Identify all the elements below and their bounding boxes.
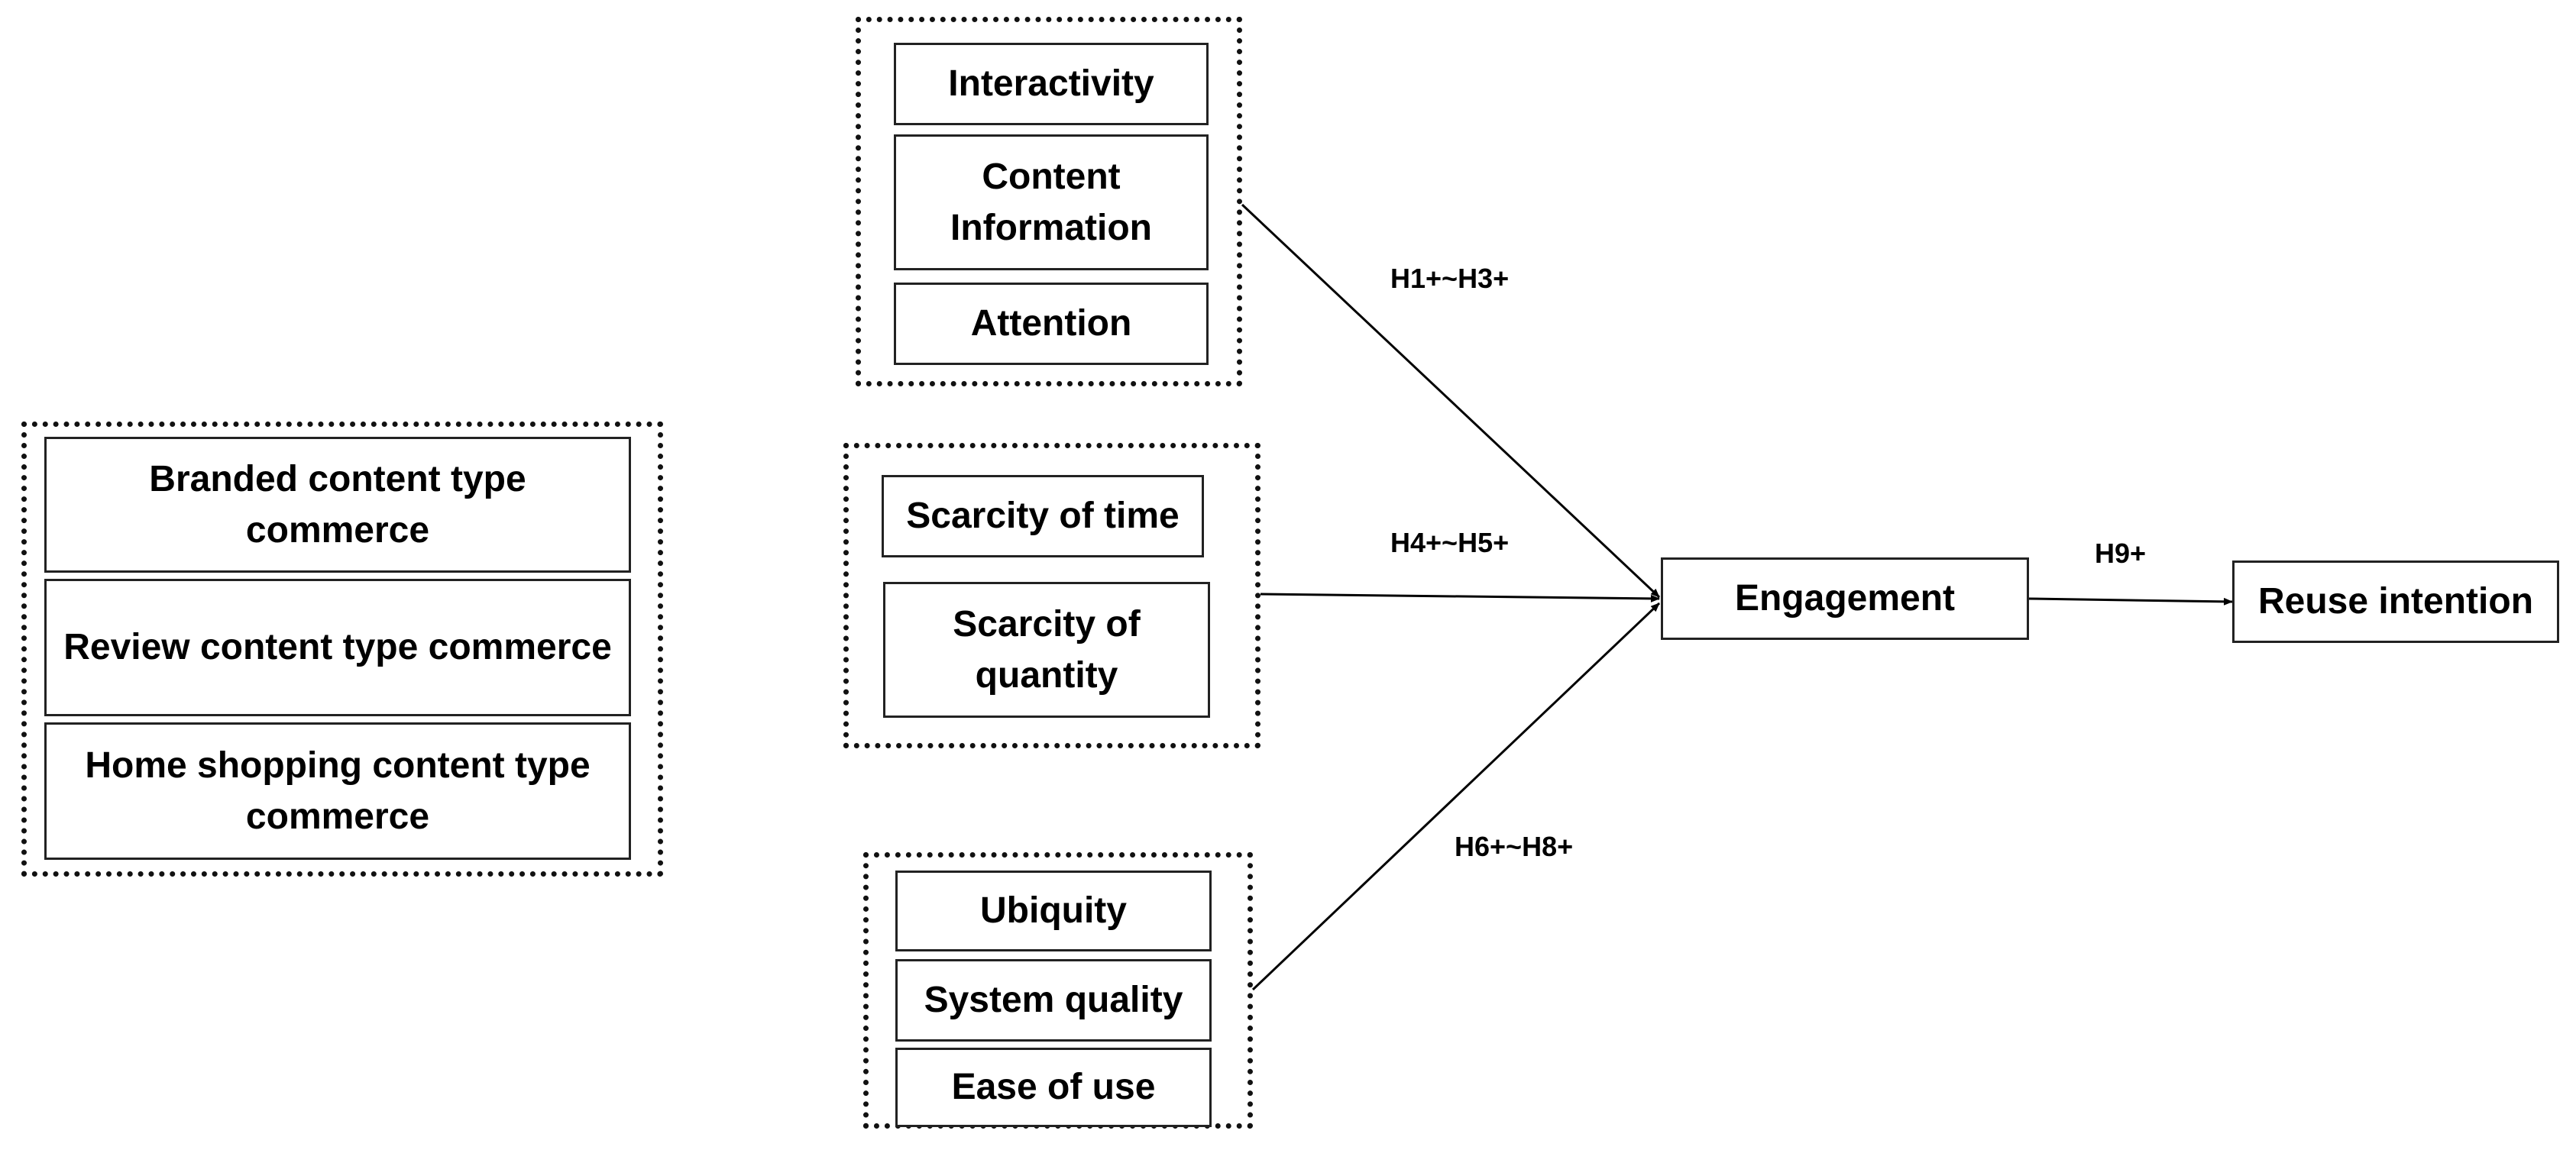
attention-box: Attention (894, 283, 1209, 365)
content-factors-group (856, 17, 1242, 386)
interactivity-label: Interactivity (948, 63, 1154, 105)
content-information-box: Content Information (894, 134, 1209, 270)
scarcity-of-time-label: Scarcity of time (906, 496, 1180, 537)
scarcity-of-quantity-box: Scarcity of quantity (883, 582, 1210, 718)
review-content-commerce-box: Review content type commerce (44, 579, 631, 716)
arrow-h4-h5 (1260, 593, 1660, 602)
ease-of-use-box: Ease of use (895, 1048, 1212, 1127)
interactivity-box: Interactivity (894, 43, 1209, 125)
ubiquity-label: Ubiquity (980, 890, 1127, 932)
home-shopping-commerce-box: Home shopping content type commerce (44, 722, 631, 860)
content-information-label: Content Information (950, 156, 1152, 248)
scarcity-of-time-box: Scarcity of time (882, 475, 1204, 557)
branded-content-commerce-box: Branded content type commerce (44, 437, 631, 573)
engagement-box: Engagement (1661, 557, 2029, 640)
hypothesis-h6-h8-label: H6+~H8+ (1455, 831, 1574, 862)
ease-of-use-label: Ease of use (951, 1067, 1156, 1108)
engagement-label: Engagement (1734, 578, 1956, 619)
branded-content-commerce-label: Branded content type commerce (149, 458, 526, 551)
hypothesis-h4-h5-label: H4+~H5+ (1390, 527, 1510, 558)
system-quality-label: System quality (924, 980, 1183, 1021)
ubiquity-box: Ubiquity (895, 871, 1212, 951)
home-shopping-commerce-label: Home shopping content type commerce (85, 745, 591, 837)
hypothesis-h9-label: H9+ (2095, 538, 2147, 569)
commerce-type-group (21, 422, 663, 877)
arrow-h9 (2028, 597, 2233, 606)
scarcity-group (843, 443, 1260, 748)
reuse-intention-box: Reuse intention (2232, 560, 2559, 643)
scarcity-of-quantity-label: Scarcity of quantity (953, 603, 1141, 696)
review-content-commerce-label: Review content type commerce (63, 627, 612, 668)
hypothesis-h1-h3-label: H1+~H3+ (1390, 263, 1510, 294)
arrow-h6-h8 (1251, 602, 1661, 991)
arrow-h1-h3 (1241, 203, 1661, 599)
attention-label: Attention (970, 303, 1132, 344)
reuse-intention-label: Reuse intention (2257, 581, 2534, 622)
system-quality-box: System quality (895, 959, 1212, 1042)
